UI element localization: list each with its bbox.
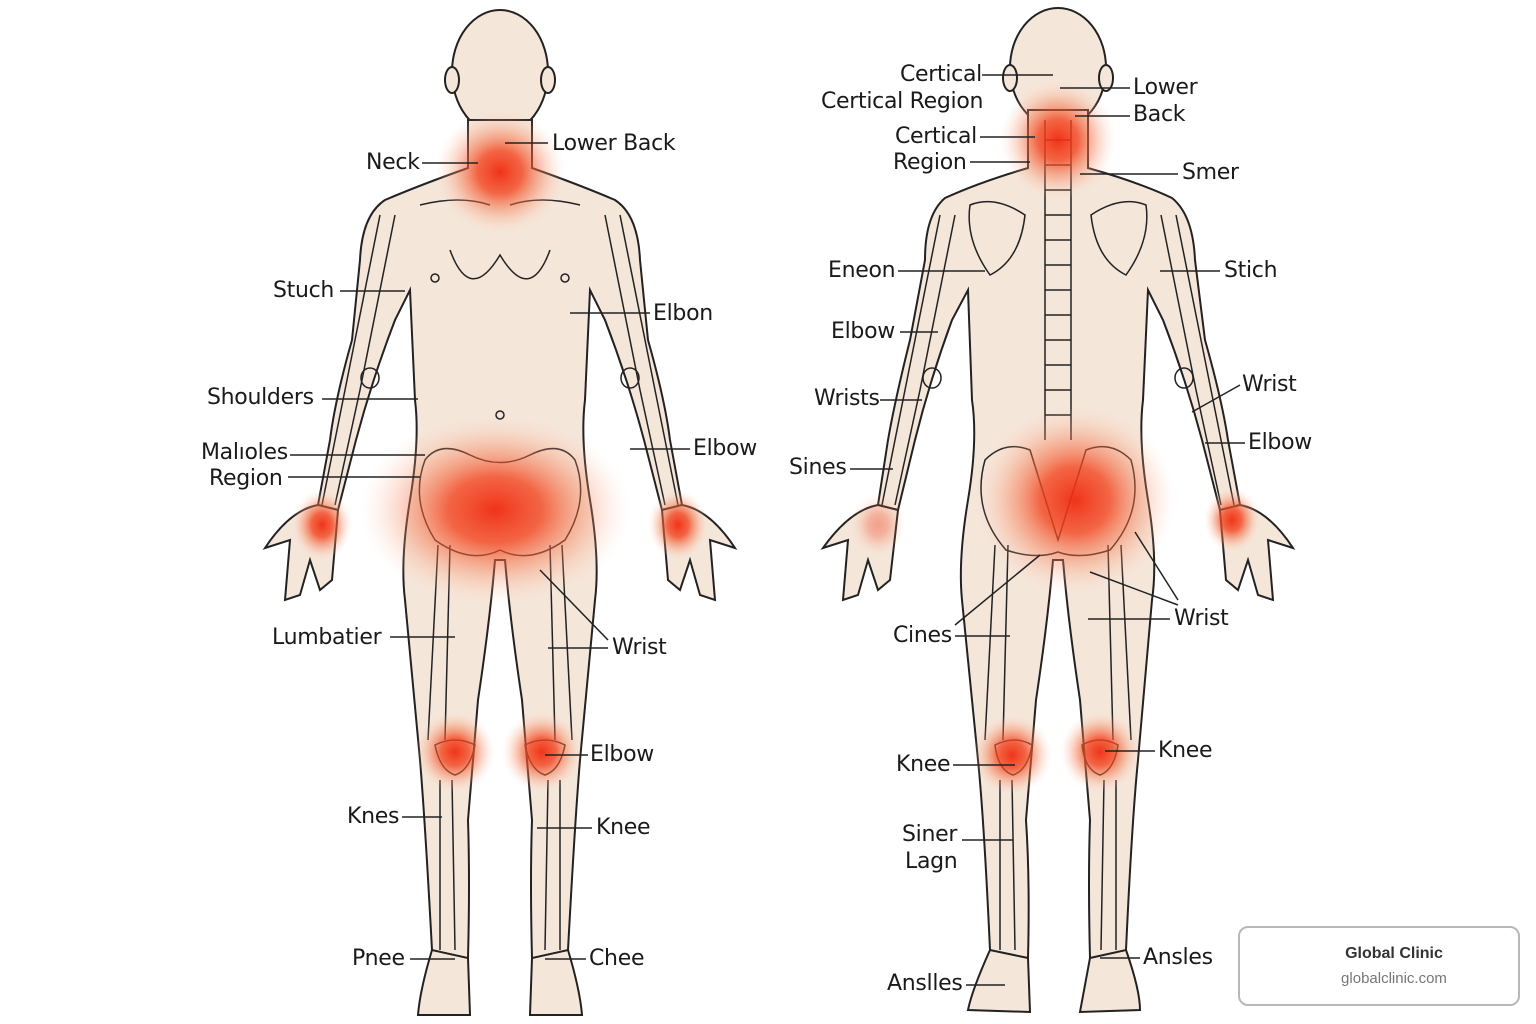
clinic-name: Global Clinic (1345, 945, 1443, 962)
label-ansles: Ansles (1143, 945, 1213, 970)
label-certical-region: Certical Region (821, 89, 984, 114)
label-elbow-upper: Elbow (831, 319, 895, 344)
label-elbow-arm: Elbow (693, 436, 757, 461)
hotspot-knee-left (415, 712, 495, 792)
hotspot-sacrum (975, 405, 1175, 595)
label-elbow-knee: Elbow (590, 742, 654, 767)
label-wrist-back: Wrist (1242, 372, 1297, 397)
label-knee-right: Knee (1158, 738, 1213, 763)
label-region: Region (209, 466, 283, 491)
label-elbow-lower: Elbow (1248, 430, 1312, 455)
hotspot-wrist-right (648, 490, 708, 560)
label-lower: Lower (1133, 75, 1198, 100)
hotspot-knee-right (502, 712, 582, 792)
label-neck: Neck (366, 150, 420, 175)
label-certical: Certical (900, 62, 982, 87)
label-elbon: Elbon (653, 301, 713, 326)
label-back: Back (1133, 102, 1186, 127)
hotspot-pelvis (360, 415, 630, 605)
label-lumbatier: Lumbatier (272, 625, 382, 650)
label-lower-back: Lower Back (552, 131, 676, 156)
label-knes: Knes (347, 804, 400, 829)
label-wrists: Wrists (814, 386, 880, 411)
label-stich: Stich (1224, 258, 1278, 283)
label-anslles: Anslles (887, 971, 963, 996)
clinic-badge: Global Clinic globalclinic.com (1238, 926, 1520, 1006)
hotspot-neck (435, 110, 565, 234)
hotspot-knee-left-back (972, 715, 1052, 795)
label-knee: Knee (596, 815, 651, 840)
front-hotspots (292, 110, 708, 792)
hotspot-knee-right-back (1060, 712, 1140, 792)
label-certical-2: Certical (895, 124, 977, 149)
label-shoulders: Shoulders (207, 385, 314, 410)
label-chee: Chee (589, 946, 645, 971)
label-pnee: Pnee (352, 946, 405, 971)
label-sines: Sines (789, 455, 847, 480)
label-malotes: Malıoles (201, 440, 288, 465)
label-knee-left: Knee (896, 752, 951, 777)
back-hotspots (850, 80, 1260, 795)
label-wrist: Wrist (612, 635, 667, 660)
label-siner: Siner (902, 822, 958, 847)
label-stuch: Stuch (273, 278, 335, 303)
hotspot-cervical (1000, 80, 1116, 200)
hotspot-wrist-left-back (850, 493, 906, 557)
label-cines: Cines (893, 623, 952, 648)
label-lagn: Lagn (905, 849, 958, 874)
front-leader-lines (288, 142, 690, 960)
label-eneon: Eneon (828, 258, 896, 283)
clinic-url: globalclinic.com (1341, 970, 1447, 987)
label-region-2: Region (893, 150, 967, 175)
label-wrist-hip: Wrist (1174, 606, 1229, 631)
hotspot-wrist-right-back (1204, 488, 1260, 552)
hotspot-wrist-left (292, 490, 352, 560)
back-leader-lines (850, 74, 1245, 986)
label-smer: Smer (1182, 160, 1239, 185)
